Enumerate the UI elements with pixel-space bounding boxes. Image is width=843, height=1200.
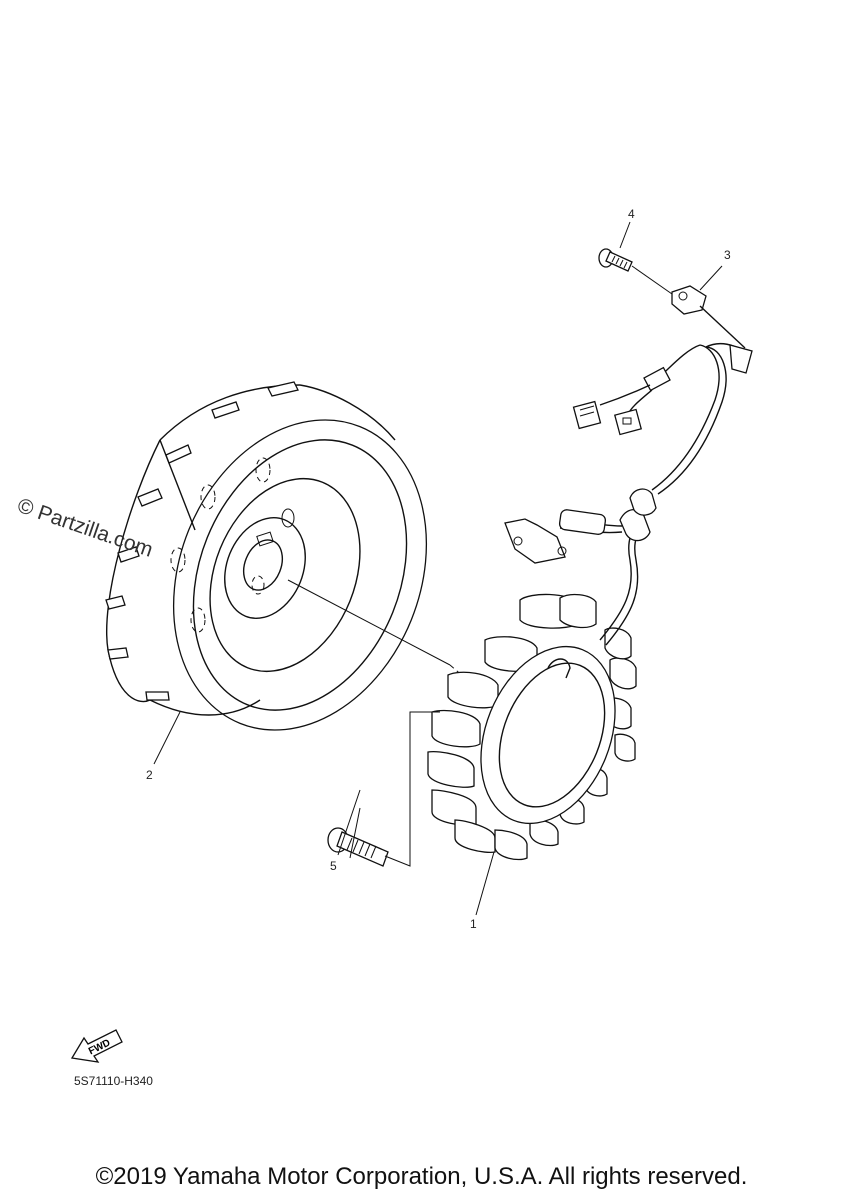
bolt-large	[327, 711, 440, 867]
copyright-notice: ©2019 Yamaha Motor Corporation, U.S.A. A…	[95, 1163, 748, 1190]
fwd-label: FWD	[87, 1037, 112, 1057]
assembly-axis-line	[287, 579, 451, 666]
stator-assembly	[427, 593, 637, 916]
rotor-flywheel	[105, 381, 428, 765]
callout-5: 5	[330, 859, 337, 873]
callout-3: 3	[724, 248, 731, 262]
harness-bracket	[671, 265, 746, 349]
callout-2: 2	[146, 768, 153, 782]
callout-4: 4	[628, 207, 635, 221]
forward-arrow-icon: FWD	[70, 1029, 123, 1063]
drawing-code: 5S71110-H340	[74, 1074, 153, 1088]
callout-1: 1	[470, 917, 477, 931]
bolt-small	[598, 221, 673, 295]
wire-harness	[504, 342, 753, 646]
